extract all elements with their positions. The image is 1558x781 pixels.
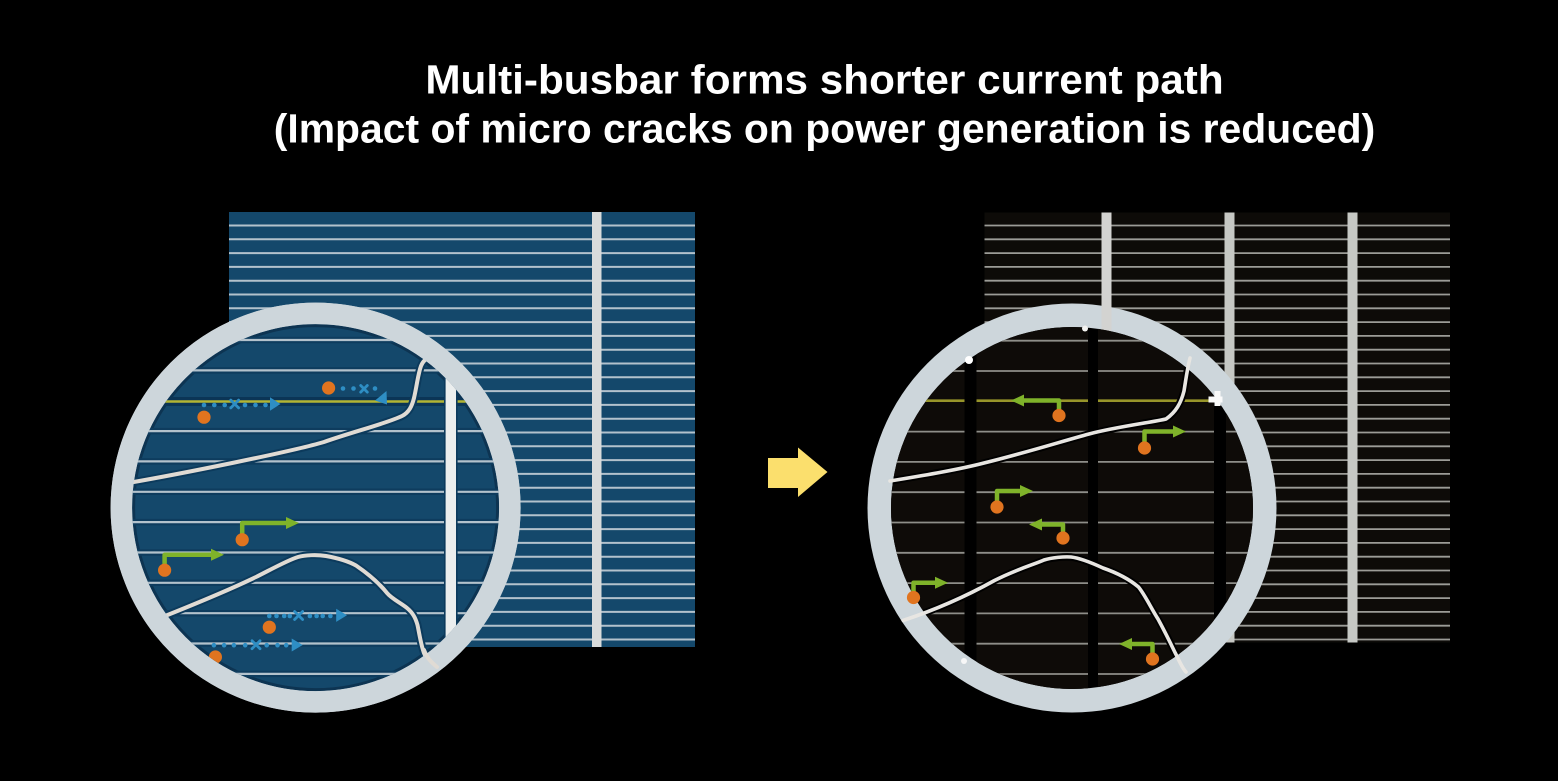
svg-text:(Impact of micro cracks on pow: (Impact of micro cracks on power generat…	[274, 106, 1376, 152]
svg-text:Multi-busbar forms shorter cur: Multi-busbar forms shorter current path	[425, 57, 1223, 103]
